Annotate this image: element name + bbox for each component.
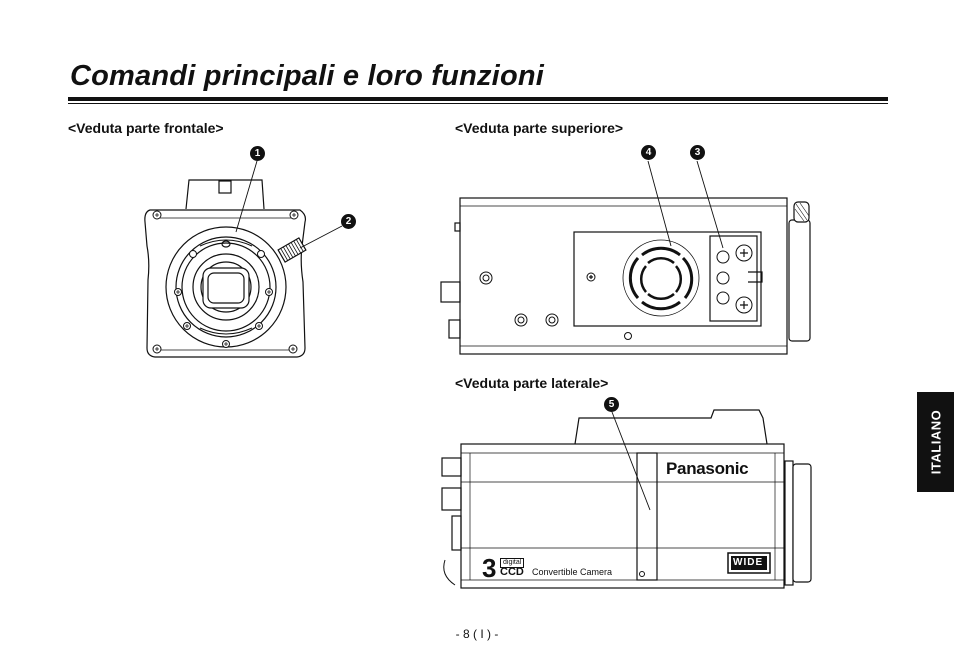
callout-2: 2 [341, 214, 356, 229]
brand-logo: Panasonic [666, 459, 749, 478]
callout-1: 1 [250, 146, 265, 161]
ccd-big-label: CCD [500, 566, 524, 578]
callout-5: 5 [604, 397, 619, 412]
page-number: - 8 ( I ) - [455, 627, 499, 641]
ccd-small-label: digital [500, 558, 525, 568]
wide-logo: WIDE [733, 557, 764, 568]
section-front-label: <Veduta parte frontale> [68, 120, 224, 136]
section-top-label: <Veduta parte superiore> [455, 120, 624, 136]
callout-3: 3 [690, 145, 705, 160]
title-rule-thin [68, 103, 888, 104]
page-title: Comandi principali e loro funzioni [70, 60, 545, 92]
section-side-label: <Veduta parte laterale> [455, 375, 609, 391]
language-tab: ITALIANO [917, 392, 954, 492]
language-tab-label: ITALIANO [928, 409, 943, 475]
title-rule-thick [68, 97, 888, 101]
callout-4: 4 [641, 145, 656, 160]
ccd-number: 3 [482, 553, 497, 583]
model-label: Convertible Camera [532, 567, 613, 577]
